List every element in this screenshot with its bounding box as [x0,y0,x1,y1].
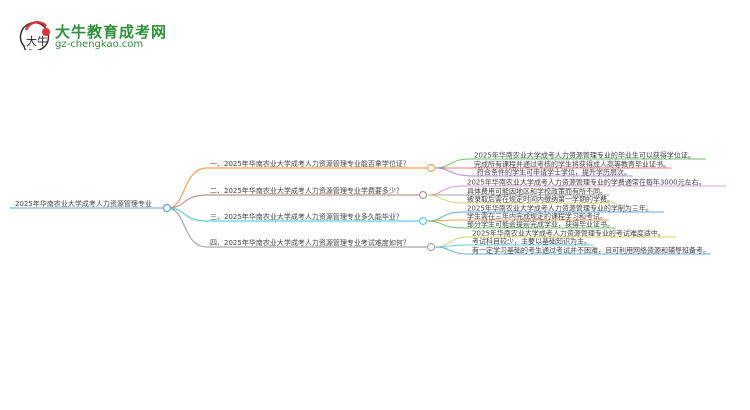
branch-collapse-toggle[interactable] [426,242,436,252]
leaf-node[interactable]: 2025年华南农业大学成考人力资源管理专业的毕业生可以获得学位证。 [474,151,695,160]
branch-connector [166,194,419,209]
leaf-node[interactable]: 完成所有课程并通过考核的学生将获得成人高等教育毕业证书。 [474,160,670,169]
branch-connector [166,207,419,222]
leaf-connector [434,246,711,255]
logo-mark-icon: 大牛 [19,20,50,50]
logo-name: 大牛教育成考网 [55,23,168,41]
branch-connector [166,167,427,209]
leaf-node[interactable]: 考试科目较少，主要以基础知识为主。 [472,237,591,246]
leaf-connector [434,167,633,177]
branch-connector [166,207,427,248]
leaf-node[interactable]: 部分学生可能会提前完成学业，获得毕业证书。 [467,220,614,229]
branch-collapse-toggle[interactable] [418,216,428,226]
leaf-node[interactable]: 被录取后需在规定时间内缴纳第一学期的学费。 [467,195,614,204]
logo-url: gz-chengkao.com [55,39,144,50]
leaf-connector [426,194,616,204]
root-collapse-toggle[interactable] [162,203,172,213]
svg-text:大牛: 大牛 [26,34,48,48]
leaf-connector [426,220,616,229]
leaf-node[interactable]: 2025年华南农业大学成考人力资源管理专业的学制为三年。 [467,204,653,213]
branch-node[interactable]: 二、2025年华南农业大学成考人力资源管理专业学费要多少？ [210,186,403,195]
leaf-node[interactable]: 学生需在三年内完成规定的课程学习和考试。 [467,212,607,221]
leaf-node[interactable]: 2025年华南农业大学成考人力资源管理专业的学费通常在每年3000元左右。 [467,178,706,187]
leaf-node[interactable]: 有一定学习基础的考生通过考试并不困难，且可利用网络资源和辅导班备考。 [472,246,710,255]
branch-node[interactable]: 三、2025年华南农业大学成考人力资源管理专业多久能毕业？ [210,212,403,221]
leaf-node[interactable]: 具体费用可能因地区和学校政策而有所不同。 [467,187,607,196]
leaf-node[interactable]: 2025年华南农业大学成考人力资源管理专业的考试难度适中。 [472,229,665,238]
branch-collapse-toggle[interactable] [426,163,436,173]
root-node[interactable]: 2025年华南农业大学成考人力资源管理专业 [15,199,152,208]
leaf-node[interactable]: 符合条件的学生可申请学士学位，提升学历层次。 [477,168,631,177]
branch-node[interactable]: 四、2025年华南农业大学成考人力资源管理专业考试难度如何？ [210,238,410,247]
branch-collapse-toggle[interactable] [418,190,428,200]
branch-node[interactable]: 一、2025年华南农业大学成考人力资源管理专业能否拿学位证？ [210,159,410,168]
